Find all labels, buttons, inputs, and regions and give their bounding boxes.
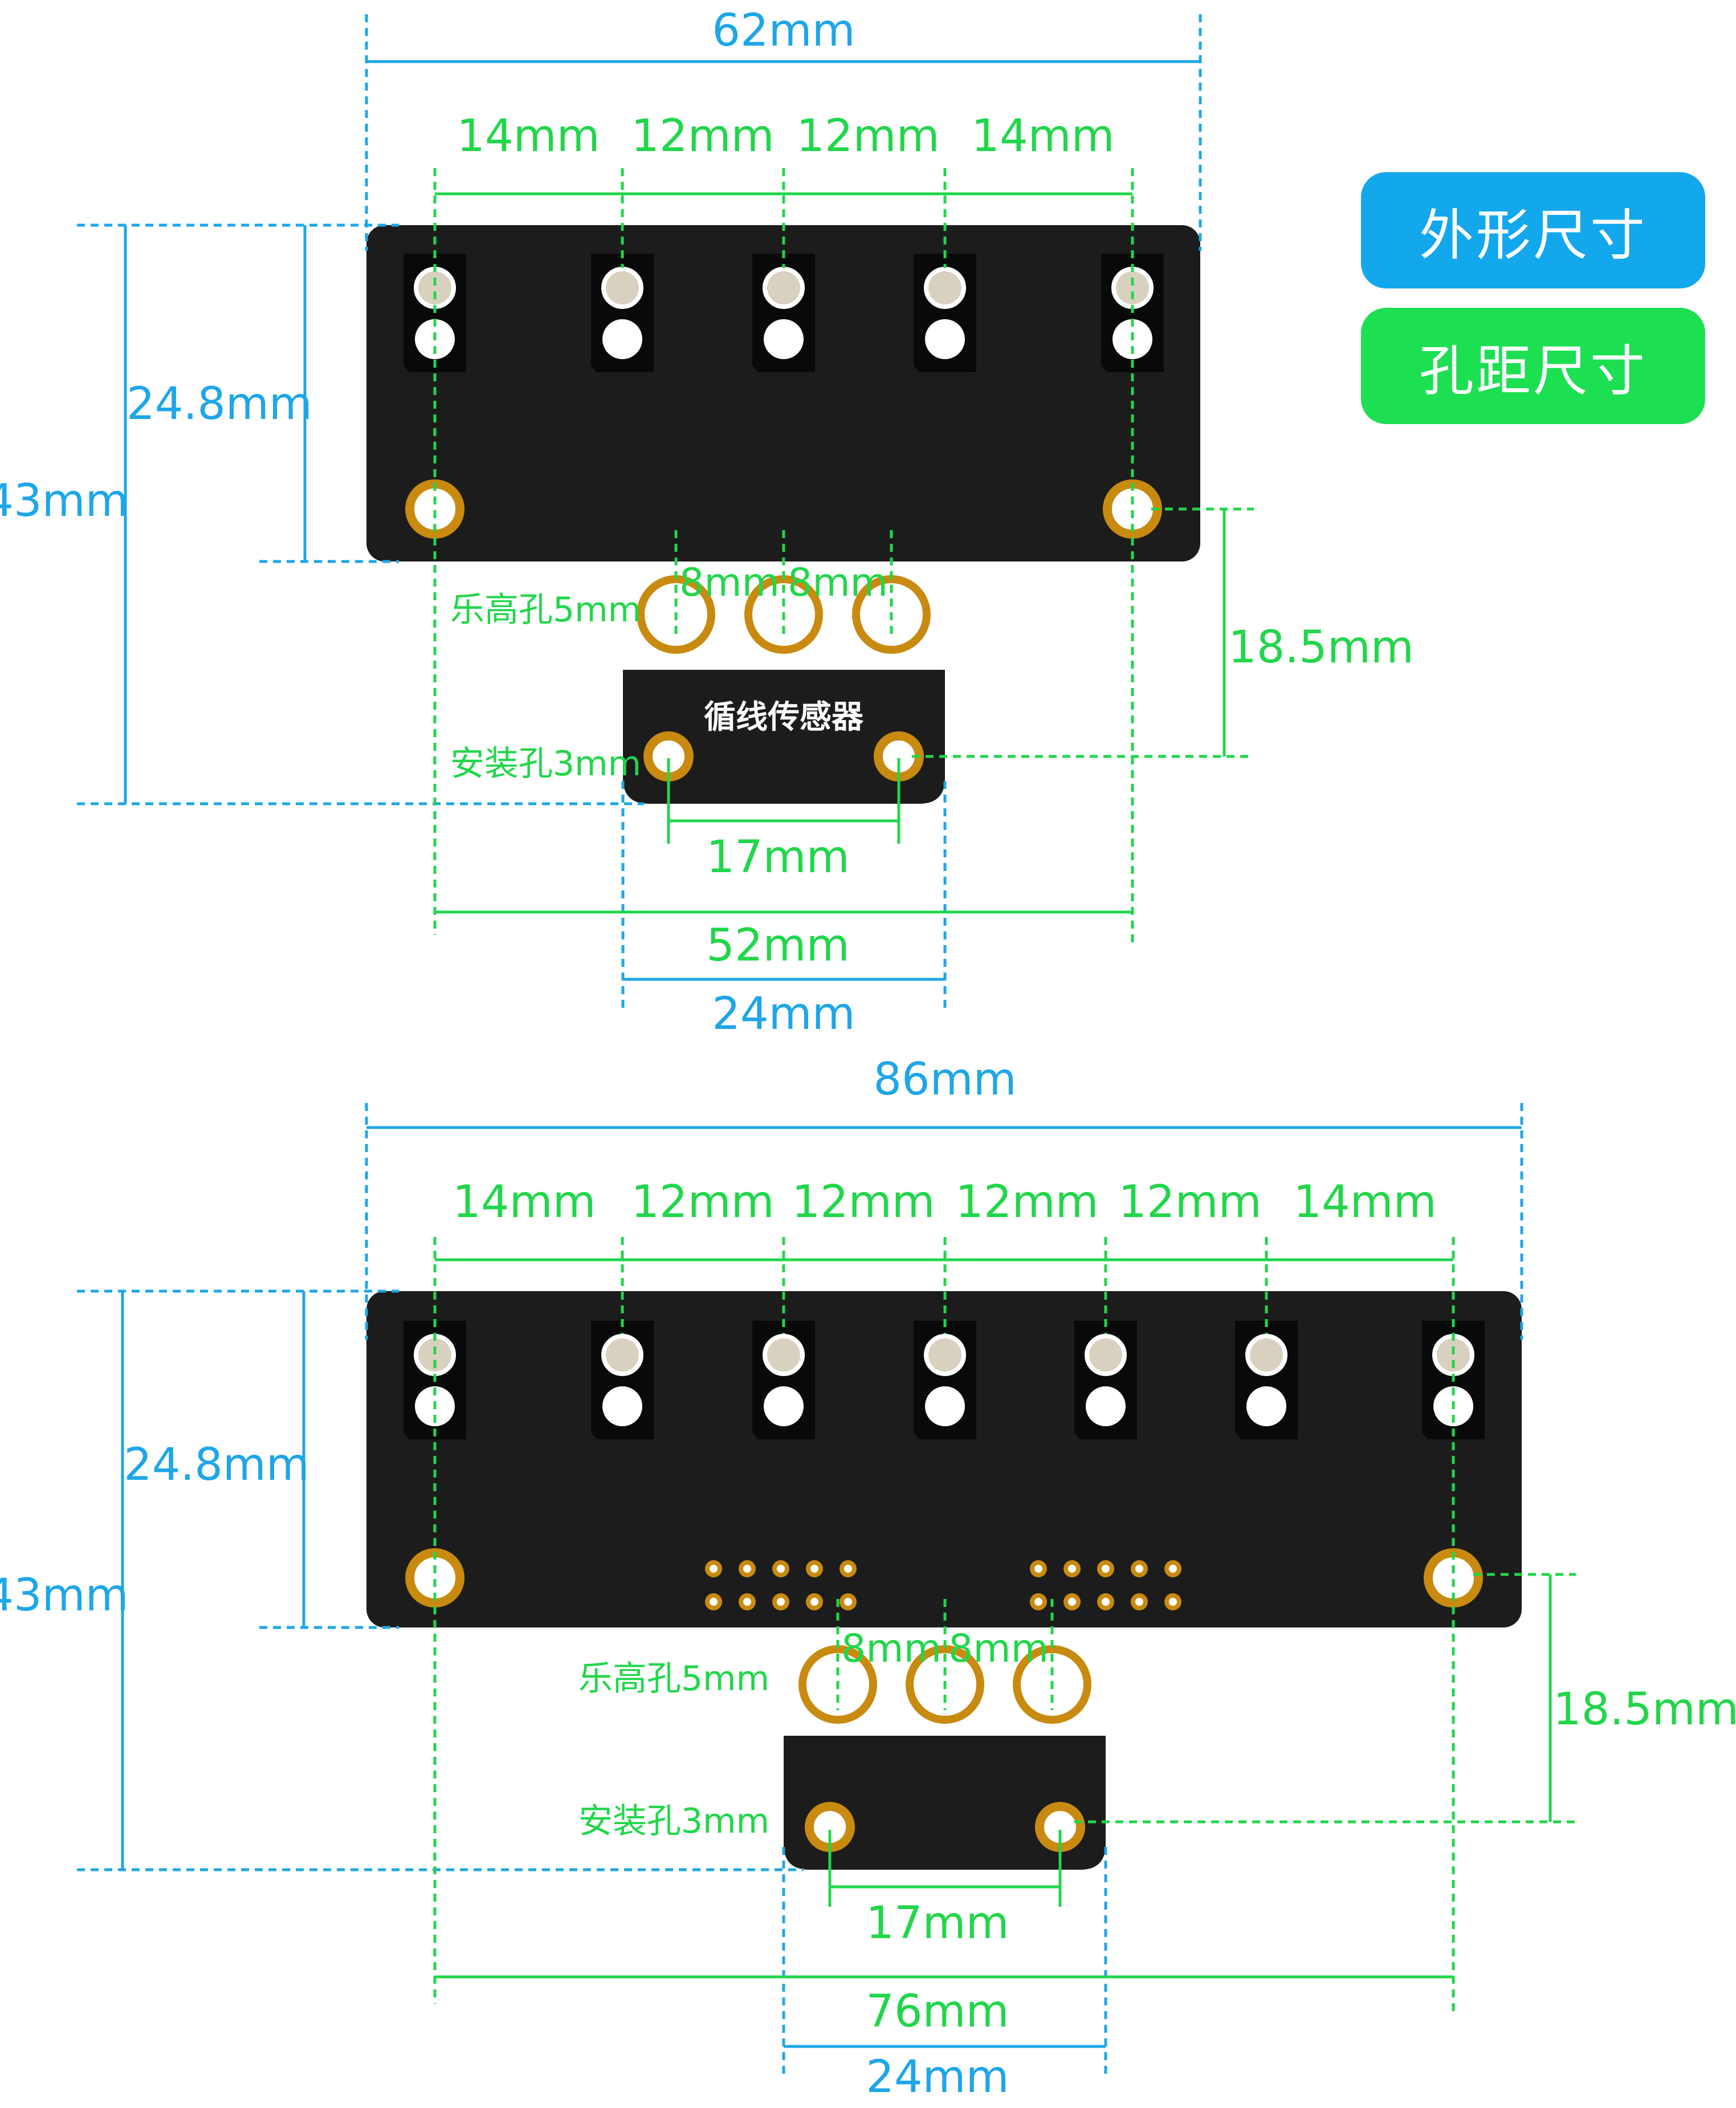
led-icon xyxy=(1245,1334,1287,1376)
spacing-label: 14mm xyxy=(453,1177,596,1228)
sensor-2 xyxy=(591,254,654,372)
mount-vertical-label: 18.5mm xyxy=(1228,622,1414,673)
receiver-icon xyxy=(925,1386,965,1426)
board-bottom-tab xyxy=(784,1736,1106,1870)
board-bottom-body xyxy=(366,1291,1522,1627)
sensor-5 xyxy=(1074,1321,1137,1439)
receiver-icon xyxy=(764,1386,804,1426)
lego-spacing-label: 8mm xyxy=(679,560,780,605)
lego-spacing-label: 8mm xyxy=(948,1626,1049,1671)
sensor-4 xyxy=(914,1321,976,1439)
led-icon xyxy=(1432,1334,1474,1376)
lego-hole-label: 乐高孔5mm xyxy=(450,590,641,630)
sensor-3 xyxy=(752,254,815,372)
led-icon xyxy=(414,1334,456,1376)
pin-header-left xyxy=(705,1560,857,1610)
sensor-6 xyxy=(1235,1321,1298,1439)
led-icon xyxy=(1111,267,1154,309)
receiver-icon xyxy=(1246,1386,1286,1426)
spacing-label: 12mm xyxy=(792,1177,935,1228)
receiver-icon xyxy=(602,1386,642,1426)
spacing-label: 14mm xyxy=(457,111,600,162)
receiver-icon xyxy=(1086,1386,1126,1426)
outer-hole-spacing-label: 52mm xyxy=(706,920,849,971)
led-icon xyxy=(924,1334,966,1376)
mount-hole-label: 安装孔3mm xyxy=(450,744,641,784)
tab-width-label: 24mm xyxy=(712,988,855,1040)
led-icon xyxy=(763,267,805,309)
height-label: 43mm xyxy=(0,1570,129,1621)
spacing-label: 12mm xyxy=(631,111,774,162)
outline-dimension-lines xyxy=(77,1103,1523,2075)
mount-spacing-label: 17mm xyxy=(866,1898,1009,1949)
led-icon xyxy=(414,267,456,309)
spacing-label: 12mm xyxy=(955,1177,1098,1228)
sensor-4 xyxy=(914,254,976,372)
led-icon xyxy=(601,1334,643,1376)
spacing-label: 12mm xyxy=(1118,1177,1261,1228)
led-icon xyxy=(924,267,966,309)
receiver-icon xyxy=(764,319,804,359)
sensor-3 xyxy=(752,1321,815,1439)
lego-spacing-label: 8mm xyxy=(841,1626,942,1671)
board-top-body xyxy=(366,225,1200,561)
hole-dimension-lines xyxy=(433,168,1254,946)
receiver-icon xyxy=(925,319,965,359)
spacing-label: 12mm xyxy=(796,111,939,162)
outline-dimension-legend: 外形尺寸 xyxy=(1361,172,1705,288)
pin-header-right xyxy=(1030,1560,1181,1610)
sensor-depth-label: 24.8mm xyxy=(127,379,312,430)
led-icon xyxy=(1085,1334,1127,1376)
spacing-labels-bottom: 14mm 12mm 12mm 12mm 12mm 14mm xyxy=(453,1177,1436,1228)
spacing-label: 12mm xyxy=(631,1177,774,1228)
lego-spacing-label: 8mm xyxy=(788,560,888,605)
spacing-labels-top: 14mm 12mm 12mm 14mm xyxy=(457,111,1114,162)
board-top: 循线传感器 xyxy=(0,5,1414,1040)
height-label: 43mm xyxy=(0,475,129,527)
mount-spacing-label: 17mm xyxy=(706,832,849,883)
board-top-tab xyxy=(623,670,945,804)
board-bottom: 86mm 24.8mm 43mm 24mm 14mm 12mm 12mm 12m… xyxy=(0,1054,1736,2103)
lego-hole-label: 乐高孔5mm xyxy=(578,1659,769,1699)
receiver-icon xyxy=(602,319,642,359)
led-icon xyxy=(601,267,643,309)
led-icon xyxy=(763,1334,805,1376)
sensor-2 xyxy=(591,1321,654,1439)
spacing-label: 14mm xyxy=(1293,1177,1436,1228)
outer-hole-spacing-label: 76mm xyxy=(866,1986,1009,2037)
tab-width-label: 24mm xyxy=(866,2052,1009,2103)
sensor-depth-label: 24.8mm xyxy=(124,1439,309,1491)
mount-hole-label: 安装孔3mm xyxy=(578,1801,769,1841)
hole-spacing-legend: 孔距尺寸 xyxy=(1361,308,1705,424)
outline-dimension-lines xyxy=(77,14,1202,1009)
spacing-label: 14mm xyxy=(971,111,1114,162)
mount-vertical-label: 18.5mm xyxy=(1553,1684,1736,1735)
board-title: 循线传感器 xyxy=(704,699,864,736)
hole-dimension-lines xyxy=(433,1237,1576,2015)
width-label: 86mm xyxy=(873,1054,1016,1105)
width-label: 62mm xyxy=(712,5,855,56)
